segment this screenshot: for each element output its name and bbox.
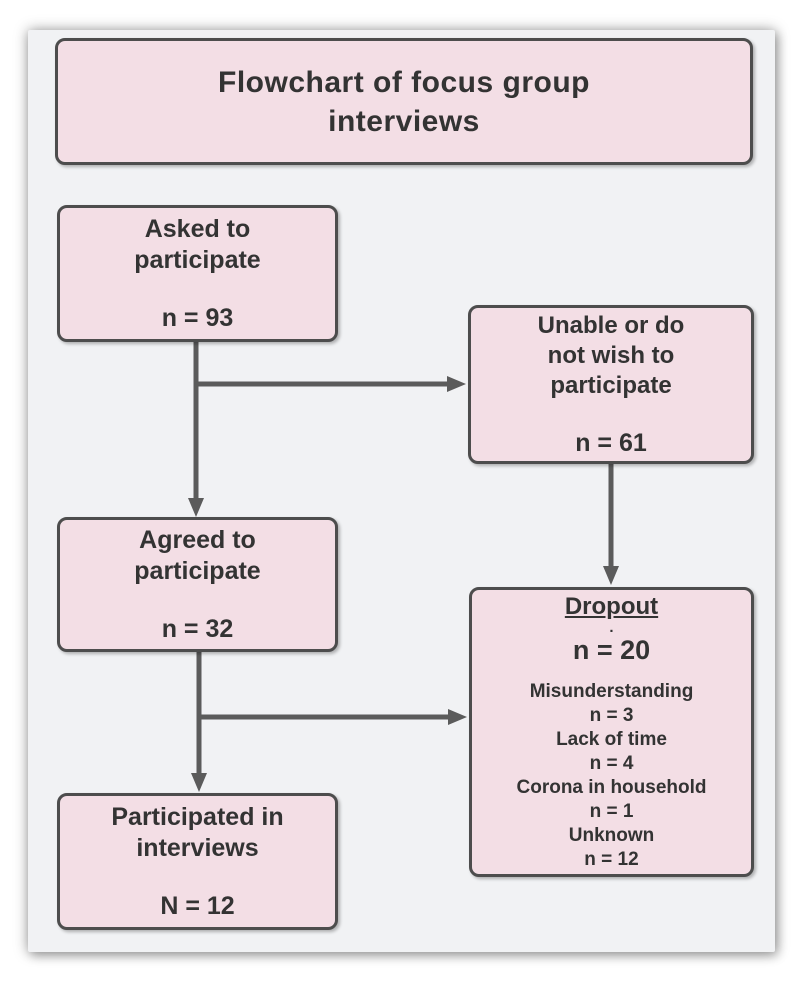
dropout-reason-label: Misunderstanding bbox=[529, 681, 694, 702]
dropout-reason-count: n = 1 bbox=[589, 801, 634, 822]
dropout-reason-count: n = 12 bbox=[584, 849, 639, 870]
node-count: n = 20 bbox=[572, 635, 651, 665]
dropout-heading: Dropout bbox=[564, 593, 659, 620]
node-label-line: Agreed to bbox=[139, 525, 256, 554]
diagram-title-line2: interviews bbox=[328, 104, 480, 138]
node-dropout: Dropout . n = 20 Misunderstanding n = 3 … bbox=[469, 587, 754, 877]
diagram-title-line1: Flowchart of focus group bbox=[218, 65, 590, 99]
node-count: n = 93 bbox=[161, 303, 234, 332]
arrow-unable-to-dropout-head bbox=[603, 566, 619, 585]
node-unable-or-do-not-wish: Unable or do not wish to participate n =… bbox=[468, 305, 754, 464]
dropout-stray-dot: . bbox=[609, 619, 614, 636]
node-count: n = 61 bbox=[575, 428, 647, 457]
node-label-line: participate bbox=[134, 556, 261, 585]
arrow-asked-to-agreed-head bbox=[188, 498, 204, 517]
diagram-canvas: Flowchart of focus group interviews Aske… bbox=[28, 30, 775, 952]
arrow-asked-to-unable-head bbox=[447, 376, 466, 392]
node-asked-to-participate: Asked to participate n = 93 bbox=[57, 205, 338, 342]
node-participated-in-interviews: Participated in interviews N = 12 bbox=[57, 793, 338, 930]
node-label-line: Unable or do bbox=[537, 311, 685, 339]
dropout-reason-count: n = 3 bbox=[589, 705, 634, 726]
dropout-reason-label: Unknown bbox=[568, 825, 655, 846]
node-label-line: participate bbox=[134, 245, 261, 274]
title-box: Flowchart of focus group interviews bbox=[55, 38, 753, 165]
node-count: N = 12 bbox=[160, 891, 235, 920]
arrow-agreed-to-participated-head bbox=[191, 773, 207, 792]
dropout-reason-label: Lack of time bbox=[556, 729, 667, 750]
node-agreed-to-participate: Agreed to participate n = 32 bbox=[57, 517, 338, 652]
node-label-line: participate bbox=[550, 371, 672, 399]
node-label-line: not wish to bbox=[547, 341, 675, 369]
dropout-reason-count: n = 4 bbox=[589, 753, 634, 774]
node-label-line: Asked to bbox=[144, 214, 251, 243]
node-label-line: interviews bbox=[136, 833, 259, 862]
node-label-line: Participated in bbox=[111, 802, 284, 831]
node-count: n = 32 bbox=[161, 614, 234, 643]
arrow-agreed-to-dropout-head bbox=[448, 709, 467, 725]
dropout-reason-label: Corona in household bbox=[516, 777, 707, 798]
